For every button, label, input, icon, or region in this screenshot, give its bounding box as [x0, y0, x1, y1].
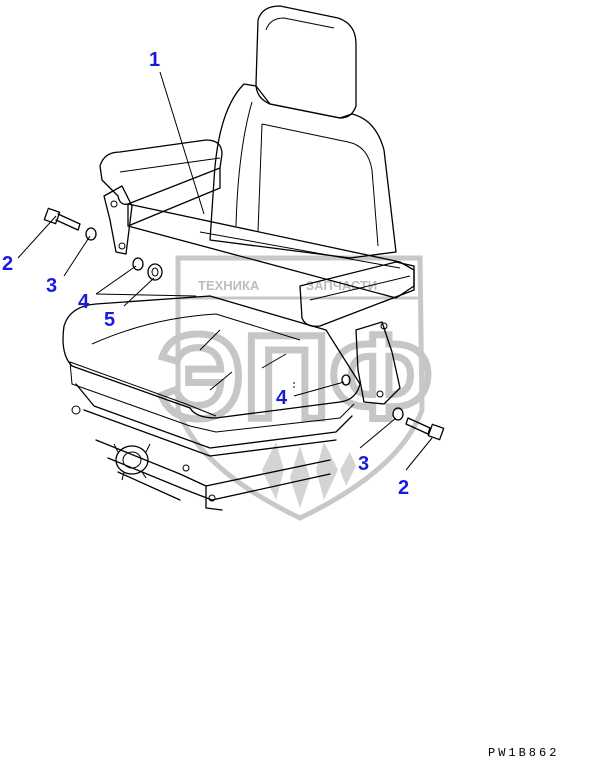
bolt-right: [405, 417, 445, 441]
callouts: 1 2 3 4 5 4 3 2: [2, 49, 409, 499]
headrest: [255, 5, 357, 119]
watermark-text-right: ЗАПЧАСТИ: [306, 278, 377, 293]
adjustment-knob: [113, 443, 151, 481]
callout-3-right: 3: [358, 453, 369, 475]
left-bracket: [103, 185, 133, 255]
callout-2-left: 2: [2, 253, 13, 275]
washer-right-2: [392, 407, 404, 421]
watermark-text-left: ТЕХНИКА: [198, 278, 260, 293]
seat-assembly: [62, 5, 415, 511]
seat-rails: [95, 439, 331, 487]
callout-5: 5: [104, 309, 115, 331]
watermark-shield-outline: [175, 255, 425, 521]
callout-3-left: 3: [46, 275, 57, 297]
backrest: [209, 83, 397, 259]
right-bracket: [355, 321, 401, 405]
figure-code: PW1B862: [488, 746, 559, 760]
seat-cushion: [62, 295, 361, 419]
washer-right: [341, 374, 351, 386]
callout-2-right: 2: [398, 477, 409, 499]
bolt-left: [43, 207, 81, 231]
watermark-letters: ЭПФ: [158, 310, 432, 444]
watermark: ТЕХНИКА ЗАПЧАСТИ ЭПФ: [155, 255, 436, 521]
callout-4-right: 4: [276, 387, 288, 409]
leader-lines: [17, 71, 433, 471]
washer-left-2: [132, 257, 144, 271]
callout-4-left: 4: [78, 291, 90, 313]
nut-left: [147, 263, 163, 281]
seat-base: [75, 383, 353, 449]
left-armrest: [99, 139, 223, 205]
washer-left: [85, 227, 97, 241]
fasteners: [43, 207, 445, 441]
callout-1: 1: [149, 49, 160, 71]
